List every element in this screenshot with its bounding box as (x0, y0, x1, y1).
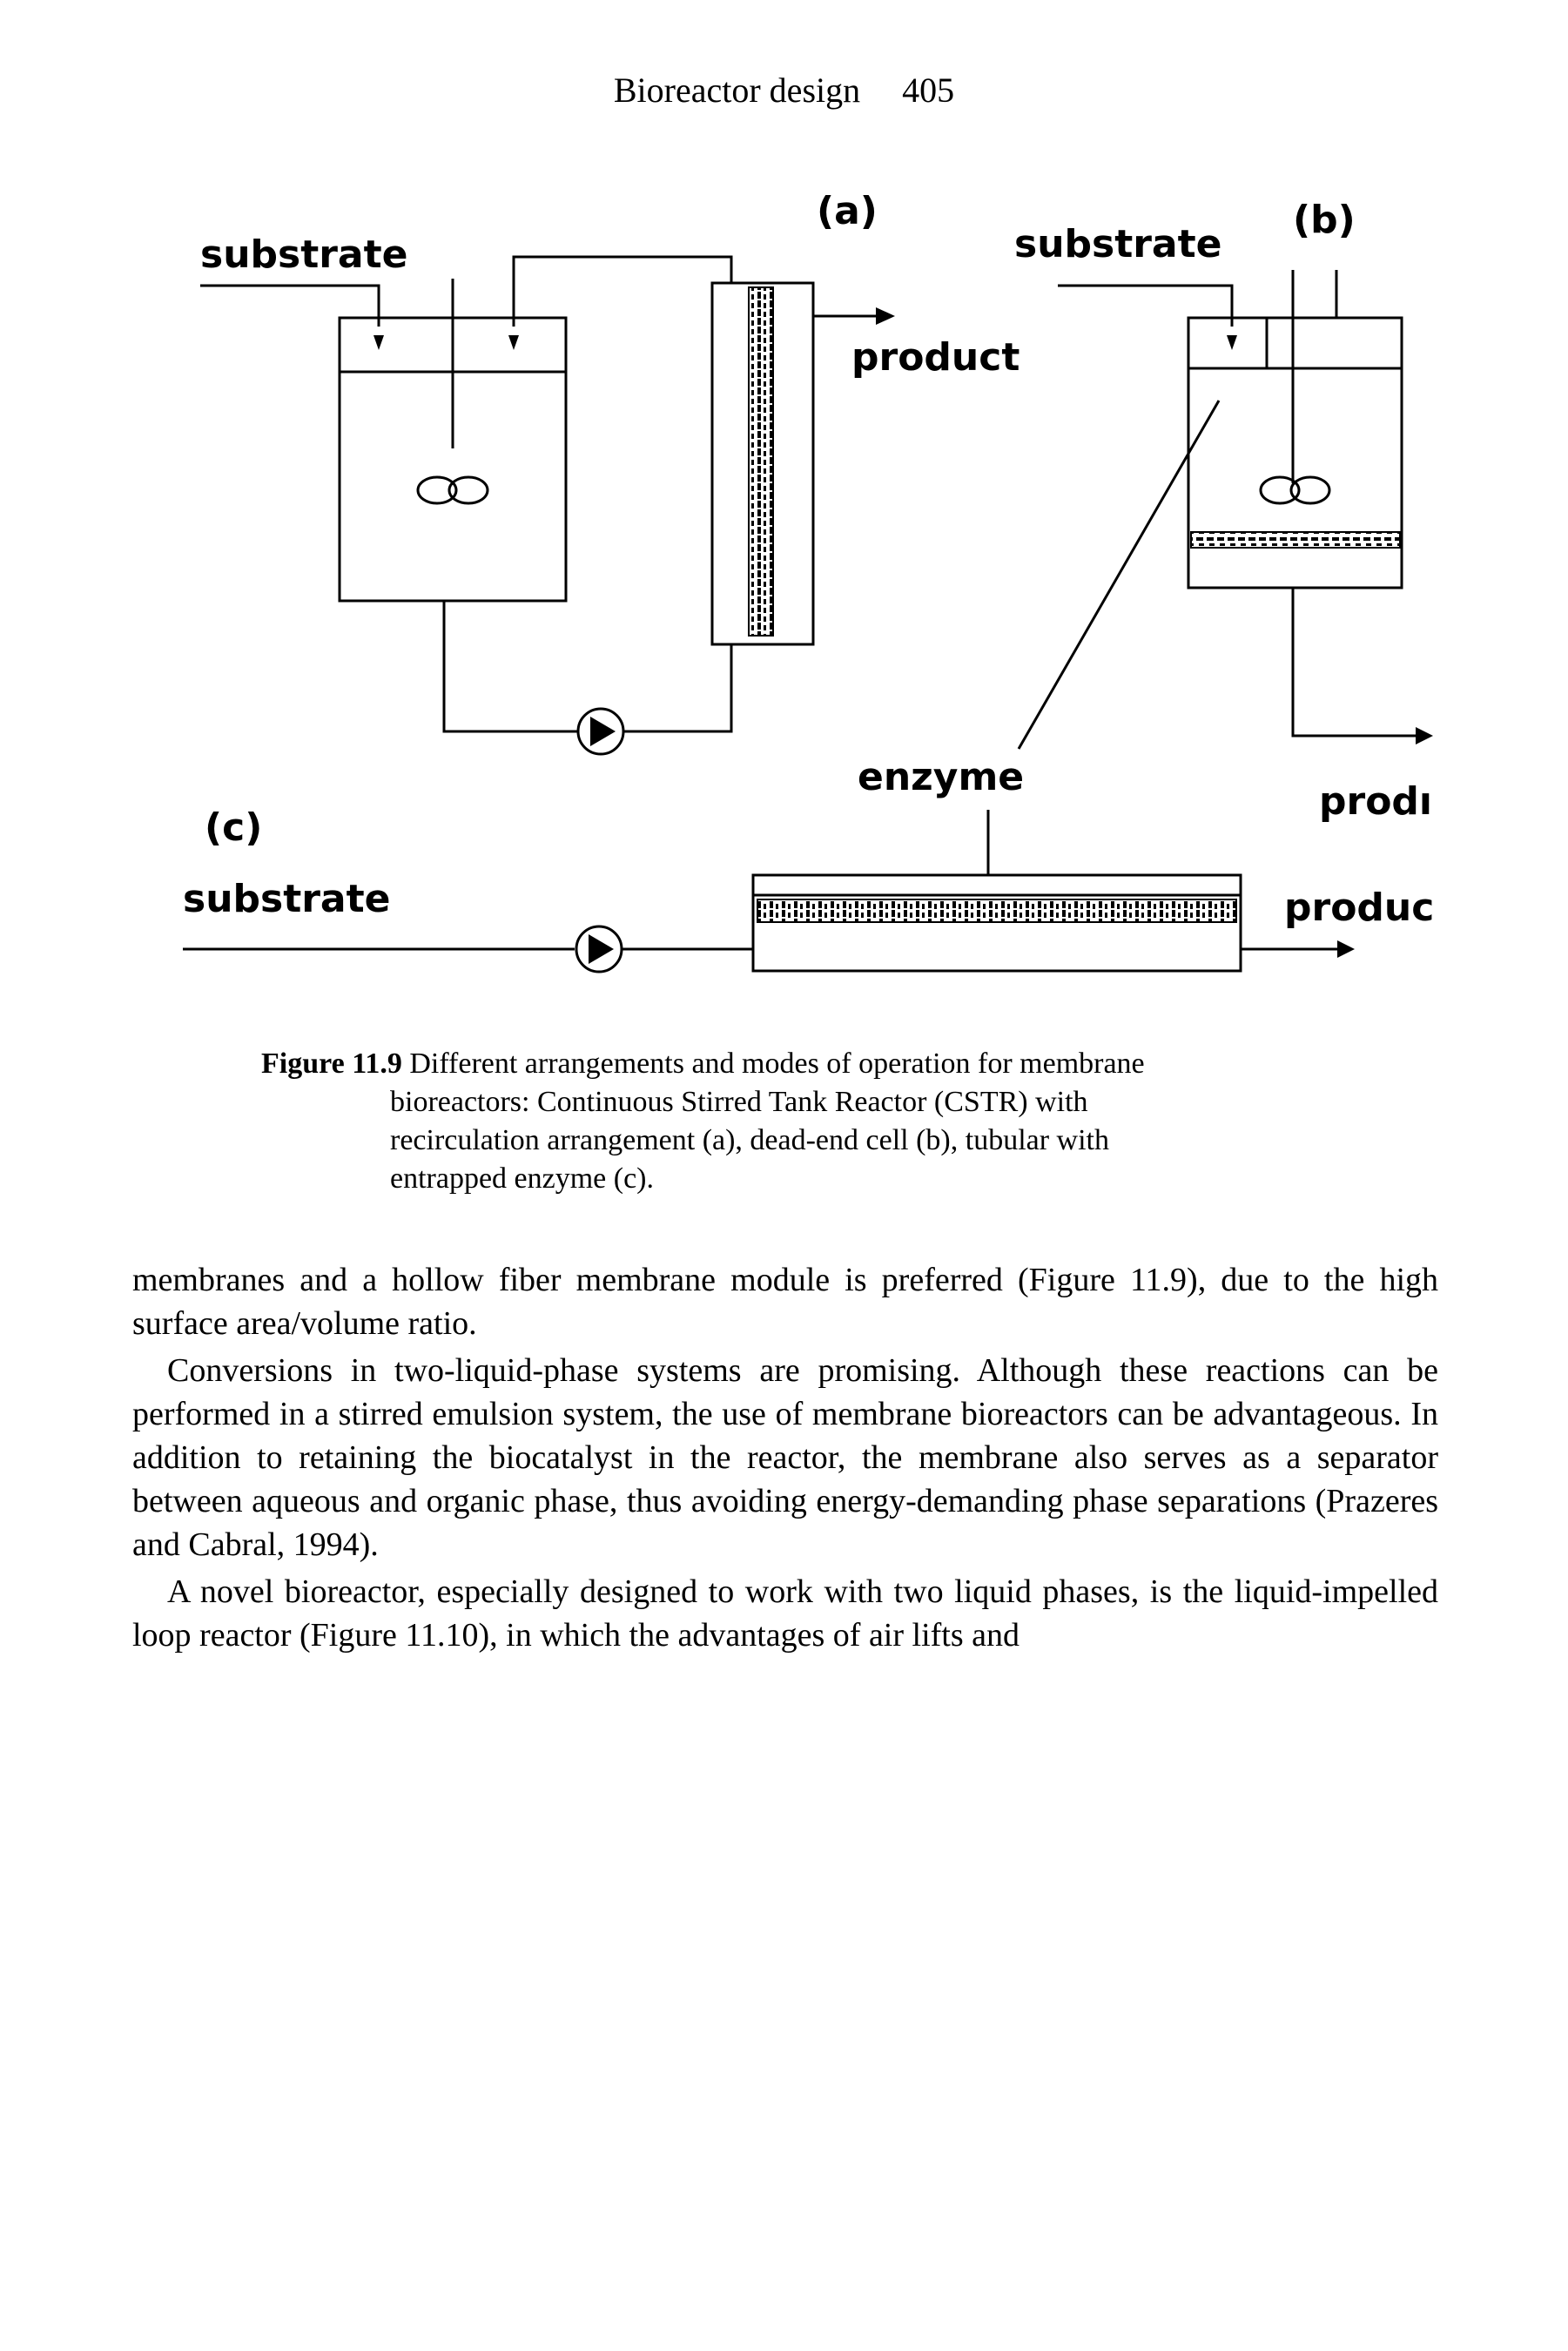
paragraph: A novel bioreactor, especially designed … (132, 1573, 1438, 1654)
tank-outlet-line-a (442, 601, 579, 733)
membrane-module-a (710, 281, 815, 646)
label-substrate-b: substrate (1014, 222, 1222, 266)
substrate-feed-line-b (1058, 284, 1234, 327)
caption-line-1: Different arrangements and modes of oper… (409, 1048, 1145, 1080)
label-enzyme-c: enzyme (858, 755, 1024, 799)
substrate-feed-line-a (200, 284, 380, 327)
caption-line-4: entrapped enzyme (c). (390, 1162, 654, 1195)
caption-line-2: bioreactors: Continuous Stirred Tank Rea… (390, 1086, 1088, 1118)
caption-line-3: recirculation arrangement (a), dead-end … (390, 1124, 1109, 1156)
figure-caption: Figure 11.9 Different arrangements and m… (261, 1045, 1262, 1198)
label-substrate-c: substrate (183, 877, 391, 921)
running-head: Bioreactor design 405 (0, 70, 1568, 111)
paragraph: Conversions in two-liquid-phase systems … (132, 1352, 1438, 1563)
body-text: membranes and a hollow fiber membrane mo… (132, 1258, 1438, 1661)
paragraph: membranes and a hollow fiber membrane mo… (132, 1262, 1438, 1342)
label-product-b: prodı (1319, 779, 1432, 824)
running-title: Bioreactor design (613, 71, 861, 110)
page-number: 405 (902, 71, 955, 110)
tubular-membrane-c (751, 873, 1242, 973)
enzyme-pointer-line (1017, 400, 1221, 750)
impeller-b-right (1289, 475, 1331, 505)
label-tag-c: (c) (205, 805, 262, 850)
membrane-bioreactor-figure: substrate (a) product substrate (b) prod… (183, 189, 1434, 973)
caption-label: Figure 11.9 (261, 1048, 402, 1080)
impeller-a-right (448, 475, 489, 505)
label-tag-b: (b) (1293, 198, 1356, 242)
label-product-c: produc (1284, 886, 1434, 930)
tubular-reactor-c (183, 810, 1355, 973)
product-outlet-line-b (1291, 588, 1419, 738)
label-product-a: product (851, 335, 1020, 380)
label-tag-a: (a) (817, 189, 878, 233)
cstr-reactor-a (200, 255, 895, 756)
dead-end-cell-b (1017, 270, 1433, 750)
impeller-b-left (1259, 475, 1301, 505)
recycle-return-line-a (512, 255, 733, 327)
label-substrate-a: substrate (200, 232, 408, 277)
impeller-a-left (416, 475, 458, 505)
